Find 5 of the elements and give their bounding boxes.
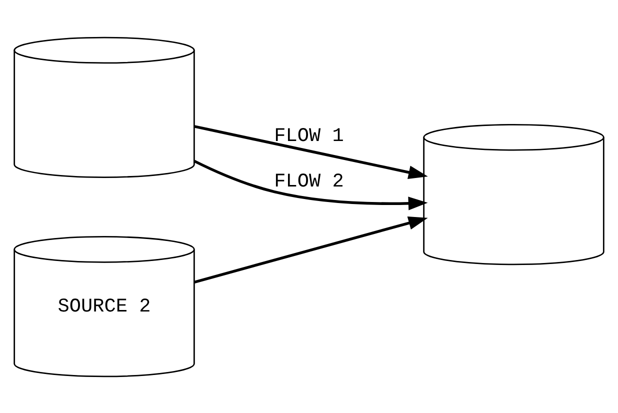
arrow [194, 159, 428, 210]
edge-label: FLOW 2 [274, 170, 344, 192]
arrow [194, 216, 428, 283]
edge-label: FLOW 1 [274, 124, 344, 146]
arrow [194, 124, 428, 179]
